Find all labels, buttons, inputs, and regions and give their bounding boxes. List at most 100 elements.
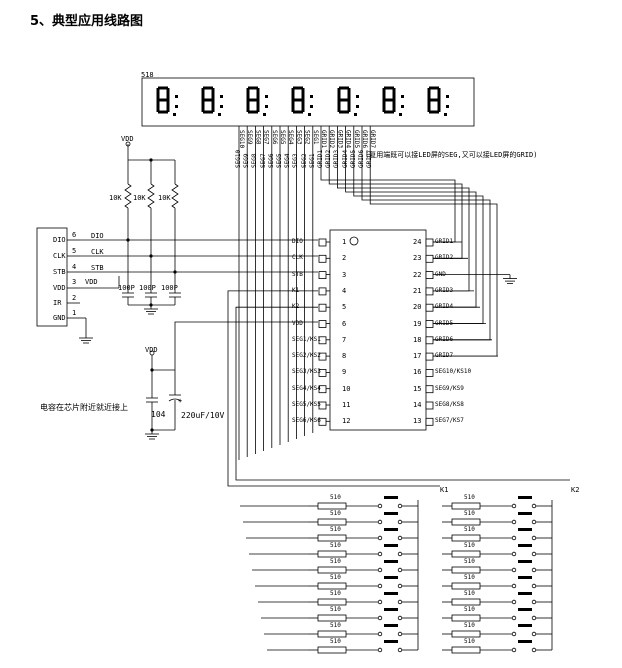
chip-pin-left [318,352,327,361]
colon-dot [265,95,268,98]
switch-contact [397,519,403,525]
switch-contact [377,631,383,637]
chip-pin-number: 8 [342,352,347,361]
display-pin-label: GRID2 [328,130,336,149]
switch-contact [511,615,517,621]
display-pin-label: GRID5 [352,130,360,149]
chip-notch [349,236,359,246]
chip-pin-name: STB [292,270,303,278]
connector-pin-number: 5 [72,247,77,255]
chip-pin-number: 3 [342,270,347,279]
display-pin-label: GRID7 [366,149,374,168]
connector-pin-number: 1 [72,309,77,317]
chip-pin-name: GRID1 [435,238,454,245]
switch-button [384,544,398,547]
key-resistor-label: 510 [330,590,341,597]
switch-button [518,560,532,563]
switch-button [518,624,532,627]
chip-pin-right [425,417,434,426]
chip-pin-left [318,238,327,247]
switch-contact [531,551,537,557]
chip-pin-left [318,320,327,328]
display-pin-label: SEG7 [262,130,270,145]
chip-pin-number: 15 [413,384,422,393]
colon-dot [401,105,404,108]
colon-dot [220,95,223,98]
chip-pin-number: 2 [342,254,347,263]
connector-pin-number: 6 [72,231,77,239]
grid-route [328,133,463,259]
switch-contact [377,599,383,605]
chip-pin-right [425,271,434,280]
key-resistor-label: 510 [330,574,341,581]
key-resistor [317,550,347,558]
k1-wire [227,290,440,487]
switch-contact [397,551,403,557]
switch-contact [377,551,383,557]
page-title: 5、典型应用线路图 [30,14,144,29]
chip-pin-number: 14 [413,401,422,409]
key-resistor [317,630,347,638]
chip-pin-number: 16 [413,368,422,377]
display-pin-label: SEG8 [251,153,259,168]
wire-label: DIO [91,232,104,240]
key-resistor-label: 510 [464,590,475,597]
chip-pin-right [425,320,434,328]
switch-contact [397,583,403,589]
chip-pin-name: SEG8/KS8 [435,401,464,408]
key-resistor-label: 510 [330,622,341,629]
chip-pin-left [318,271,327,280]
display-pin-label: GRID3 [333,149,341,168]
connector-pin-name: CLK [53,252,66,260]
switch-contact [377,615,383,621]
chip-pin-number: 17 [413,352,422,361]
switch-button [384,624,398,627]
display-pin-label: SEG8 [254,130,262,145]
key-resistor-label: 510 [464,606,475,613]
chip-pin-right [425,352,434,361]
connector-pin-name: VDD [53,284,66,292]
colon-dot [356,95,359,98]
chip-pin-right [425,238,434,247]
key-resistor [451,534,481,542]
connector-pin-number: 3 [72,278,77,286]
chip-pin-name: SEG3/KS3 [292,368,321,376]
display-pin-label: GRID2 [325,149,333,168]
switch-contact [531,503,537,509]
display-pin-label: GRID4 [344,130,352,149]
grid-route [320,133,456,243]
key-resistor [451,550,481,558]
decimal-dot [308,113,311,116]
switch-button [384,560,398,563]
chip-pin-name: SEG2/KS2 [292,352,321,360]
chip-pin-left [318,368,327,377]
resistor-label: 10K [133,194,146,202]
chip-pin-right [425,368,434,377]
key-resistor [451,598,481,606]
key-resistor [451,646,481,654]
k1-label: K1 [440,486,449,494]
key-resistor-label: 510 [330,494,341,501]
chip-pin-left [318,287,327,296]
colon-dot [310,95,313,98]
switch-button [518,592,532,595]
switch-contact [397,615,403,621]
switch-button [384,496,398,499]
display-pin-label: SEG3 [292,153,300,168]
grid-route [345,133,477,308]
display-pin-label: SEG4 [284,153,292,168]
chip-pin-left [318,336,327,345]
chip-pin-right [425,401,434,410]
display-pin-label: SEG9 [246,130,254,145]
chip-pin-number: 13 [413,417,422,426]
key-resistor [451,502,481,510]
key-resistor [317,598,347,606]
grid-route [336,133,470,292]
decimal-dot [263,113,266,116]
display-pin-label: GRID7 [369,130,377,149]
chip-pin-left [318,401,327,410]
vdd-mid-label: VDD [145,346,158,354]
display-label: 518 [141,71,154,79]
chip-pin-number: 4 [342,286,347,295]
grid-route [369,133,498,357]
